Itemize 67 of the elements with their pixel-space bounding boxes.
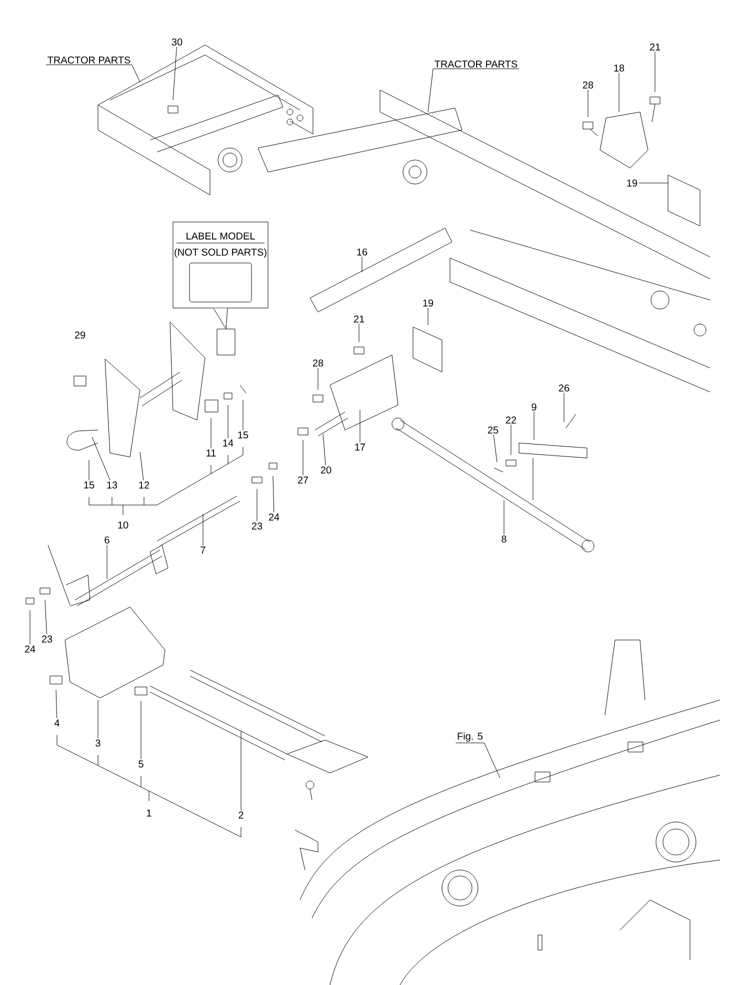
callout-number: 25	[488, 426, 498, 434]
callout-number: 24	[268, 514, 280, 520]
leader-line	[484, 742, 500, 778]
callout-number: 27	[298, 476, 308, 484]
leader-line	[132, 64, 140, 82]
leader-line	[210, 418, 212, 449]
leader-line	[322, 434, 326, 466]
callout-number: 19	[627, 179, 638, 187]
leader-line	[202, 514, 204, 546]
part-label: TRACTOR PARTS	[432, 60, 520, 70]
leader-line	[44, 600, 47, 634]
callout-number: 23	[42, 635, 52, 643]
part-label: TRACTOR PARTS	[46, 56, 132, 66]
leader-line	[358, 324, 360, 342]
leader-line	[272, 476, 274, 513]
leader-line	[638, 182, 668, 184]
callout-number: 12	[139, 482, 150, 488]
callout-number: 18	[614, 64, 624, 72]
callout-number: 7	[200, 546, 206, 554]
label-sticker	[216, 328, 236, 356]
callout-number: 10	[118, 521, 128, 529]
callout-number: 28	[582, 81, 594, 89]
leader-line	[302, 440, 304, 476]
callout-number: 15	[84, 482, 94, 488]
callout-number: 8	[502, 535, 506, 543]
callout-number: 22	[506, 416, 516, 424]
callout-number: 19	[423, 299, 434, 307]
callout-number: 20	[320, 466, 332, 474]
callout-number: 30	[172, 38, 182, 46]
callout-number: 3	[96, 739, 100, 747]
leader-line	[256, 488, 258, 522]
callout-number: 14	[223, 440, 234, 446]
callout-number: 16	[357, 248, 368, 256]
callout-number: 24	[24, 646, 36, 652]
leader-line	[240, 730, 242, 811]
callout-number: 21	[354, 316, 364, 322]
callout-number: 5	[138, 760, 144, 768]
callout-number: 26	[558, 384, 570, 392]
callout-number: 21	[650, 44, 660, 50]
leader-line	[172, 46, 177, 100]
leader-line	[140, 700, 142, 760]
leader-line	[106, 544, 108, 580]
callout-number: 2	[238, 812, 244, 818]
callout-number: 6	[104, 536, 110, 544]
leader-line	[654, 52, 656, 92]
callout-number: 11	[206, 450, 216, 456]
callout-number: 17	[355, 444, 366, 450]
callout-number: 28	[312, 359, 324, 367]
label-box: LABEL MODEL (NOT SOLD PARTS)	[172, 222, 268, 308]
callout-number: 13	[107, 481, 118, 489]
leader-line	[140, 452, 144, 481]
leader-line	[428, 68, 434, 112]
callout-tail	[213, 308, 228, 329]
leader-line	[88, 460, 90, 481]
callout-number: 4	[54, 720, 60, 726]
leader-line	[510, 424, 512, 456]
callout-number: 15	[238, 432, 248, 438]
leader-line	[56, 690, 58, 719]
callout-number: 1	[146, 810, 152, 816]
leader-line	[493, 434, 498, 462]
part-label: Fig. 5	[456, 732, 484, 744]
leader-line	[92, 436, 110, 480]
leader-line	[618, 72, 620, 112]
callout-number: 23	[252, 522, 262, 530]
callout-number: 9	[532, 403, 536, 411]
callout-number: 29	[74, 331, 86, 339]
leader-line	[242, 400, 244, 431]
